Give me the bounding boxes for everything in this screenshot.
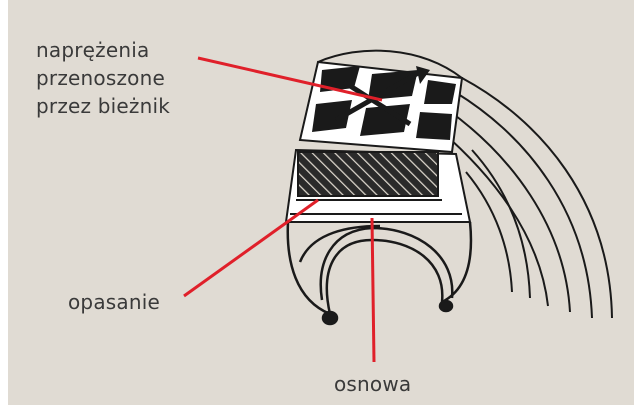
leader-line-casing	[372, 218, 374, 362]
label-tread-stress-line-1: naprężenia	[36, 36, 236, 64]
label-tread-stress: naprężenia przenoszone przez bieżnik	[36, 36, 236, 120]
label-casing: osnowa	[334, 370, 411, 398]
label-belt: opasanie	[68, 288, 160, 316]
belt-section	[286, 150, 470, 222]
label-tread-stress-line-3: przez bieżnik	[36, 92, 236, 120]
tread-crown	[300, 62, 462, 152]
casing-bead	[288, 222, 471, 324]
label-tread-stress-line-2: przenoszone	[36, 64, 236, 92]
